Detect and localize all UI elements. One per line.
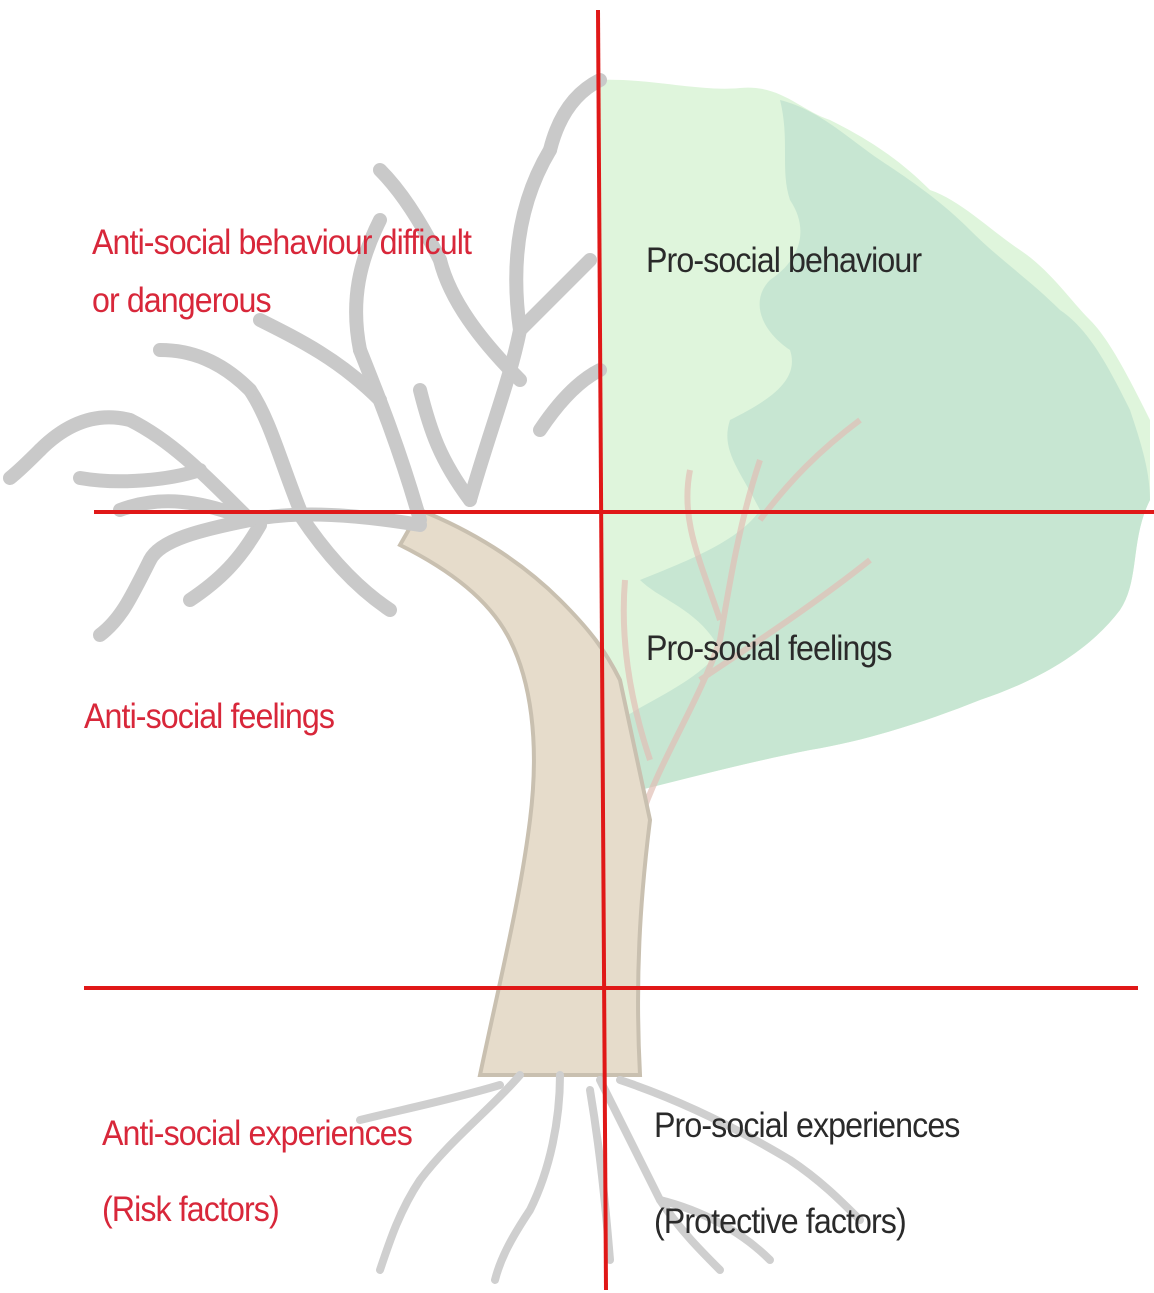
- anti-social-behaviour-line2: or dangerous: [92, 272, 471, 330]
- leafy-tree-icon: [600, 80, 1150, 820]
- branch: [100, 560, 150, 635]
- anti-social-behaviour-line1: Anti-social behaviour difficult: [92, 214, 471, 272]
- pro-social-experiences-label: Pro-social experiences (Protective facto…: [654, 1078, 959, 1270]
- anti-social-behaviour-label: Anti-social behaviour difficult or dange…: [92, 214, 471, 330]
- pro-social-behaviour-label: Pro-social behaviour: [646, 232, 921, 290]
- branch: [420, 390, 470, 500]
- branch: [520, 260, 590, 330]
- anti-social-experiences-line1: Anti-social experiences: [102, 1096, 412, 1172]
- pro-social-behaviour-text: Pro-social behaviour: [646, 232, 921, 290]
- branch: [150, 515, 420, 560]
- anti-social-feelings-text: Anti-social feelings: [84, 688, 334, 746]
- anti-social-feelings-label: Anti-social feelings: [84, 688, 334, 746]
- protective-factors-text: (Protective factors): [654, 1174, 959, 1270]
- branch: [160, 350, 250, 390]
- branch: [300, 515, 390, 610]
- branch: [550, 80, 600, 150]
- pro-social-feelings-text: Pro-social feelings: [646, 620, 892, 678]
- pro-social-feelings-label: Pro-social feelings: [646, 620, 892, 678]
- branch: [250, 390, 300, 510]
- pro-social-experiences-line1: Pro-social experiences: [654, 1078, 959, 1174]
- risk-factors-text: (Risk factors): [102, 1172, 412, 1248]
- branch: [40, 417, 130, 450]
- branch: [360, 350, 420, 520]
- branch: [540, 370, 600, 430]
- branch: [10, 450, 40, 478]
- anti-social-experiences-label: Anti-social experiences (Risk factors): [102, 1096, 412, 1248]
- root: [495, 1075, 560, 1280]
- branch: [80, 470, 200, 481]
